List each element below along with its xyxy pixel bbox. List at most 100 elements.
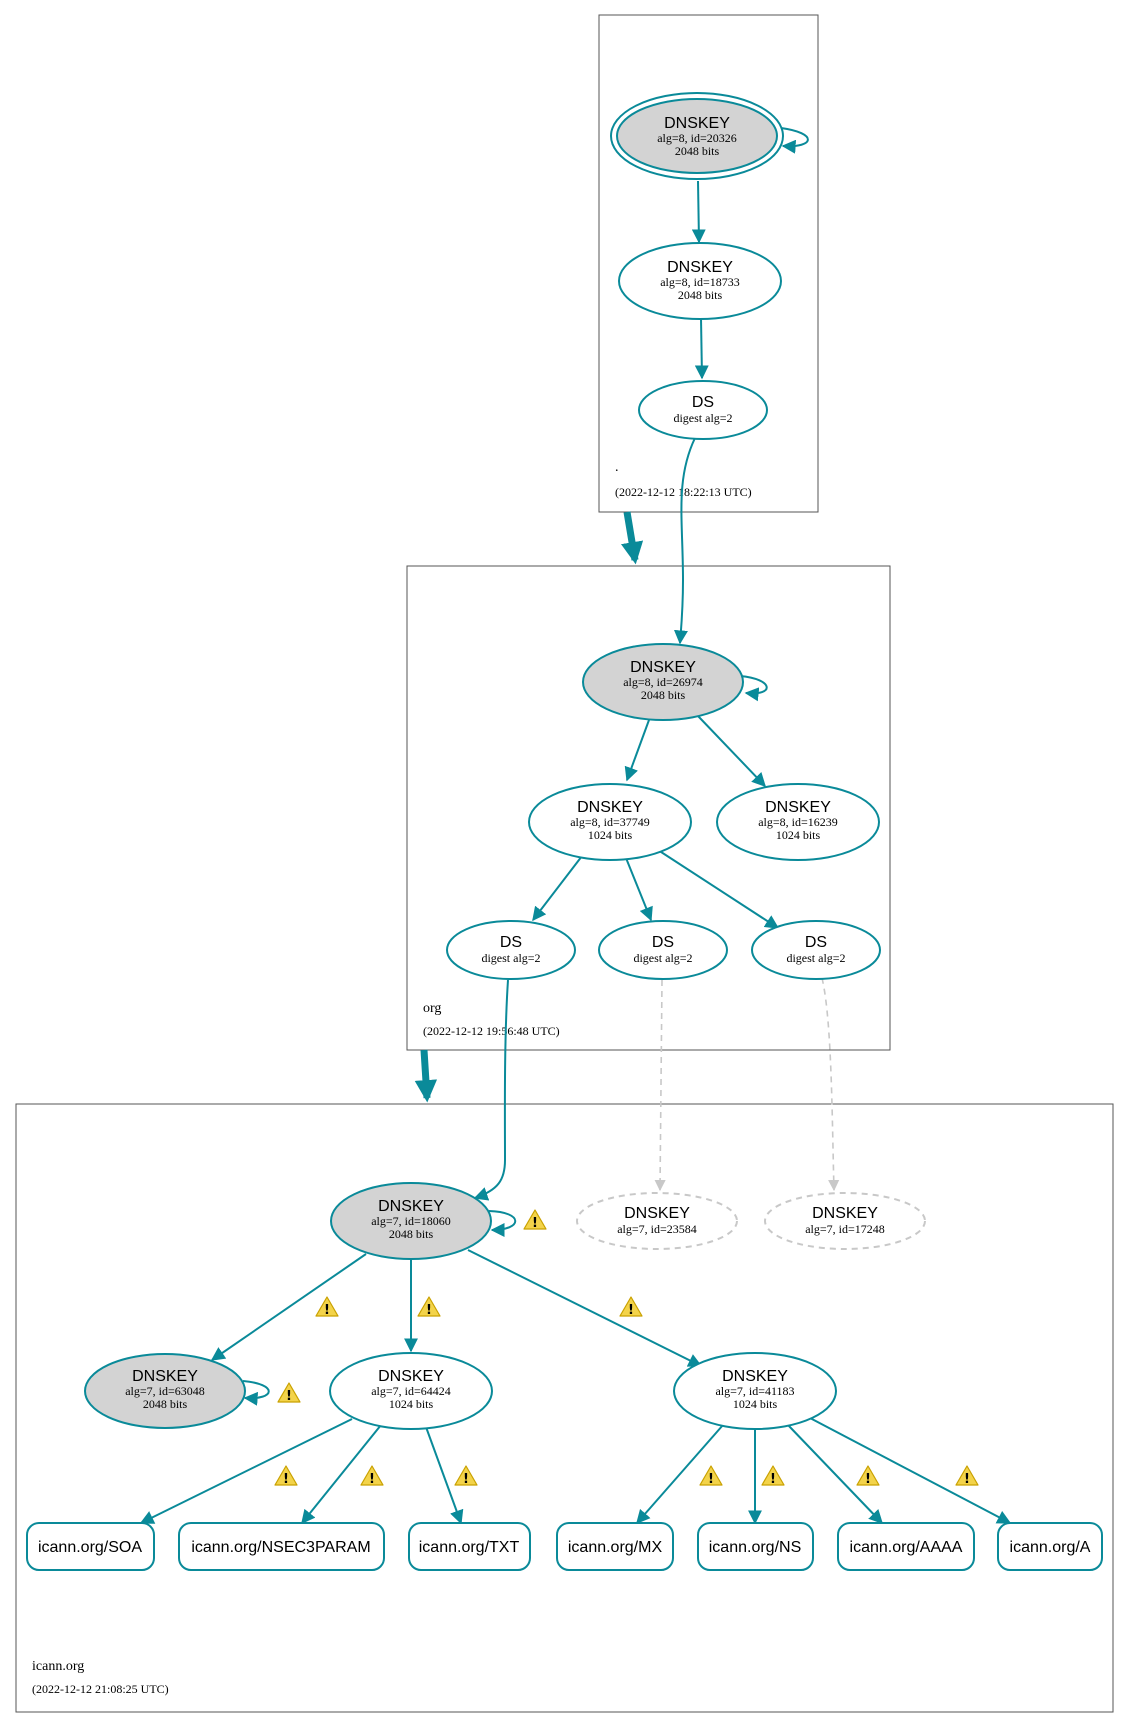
node-key-size: 2048 bits xyxy=(143,1397,188,1411)
node-title: DNSKEY xyxy=(577,799,643,816)
edge xyxy=(467,1249,703,1367)
zone-name: icann.org xyxy=(32,1659,84,1674)
warning-icon: ! xyxy=(523,1209,547,1231)
node-title: DNSKEY xyxy=(765,799,831,816)
dnskey-node-icann-64424[interactable]: DNSKEY alg=7, id=64424 1024 bits xyxy=(329,1352,493,1430)
warning-icon: ! xyxy=(699,1465,723,1487)
node-title: DNSKEY xyxy=(378,1368,444,1385)
dnskey-node-org-ksk[interactable]: DNSKEY alg=8, id=26974 2048 bits xyxy=(582,643,744,721)
edge xyxy=(809,1417,1012,1524)
edge xyxy=(636,1424,724,1525)
node-title: DNSKEY xyxy=(722,1368,788,1385)
edge xyxy=(242,1380,270,1406)
node-digest-info: digest alg=2 xyxy=(673,411,732,425)
edge xyxy=(697,715,766,788)
dnskey-node-root-ksk[interactable]: DNSKEY alg=8, id=20326 2048 bits xyxy=(610,92,784,180)
dnskey-node-org-zsk-37749[interactable]: DNSKEY alg=8, id=37749 1024 bits xyxy=(528,783,692,861)
svg-text:!: ! xyxy=(463,1472,469,1487)
node-title: DNSKEY xyxy=(378,1198,444,1215)
node-key-info: alg=8, id=16239 xyxy=(758,815,838,829)
edge xyxy=(694,317,709,380)
node-key-info: alg=8, id=37749 xyxy=(570,815,650,829)
edge xyxy=(301,1424,382,1525)
node-key-info: alg=7, id=41183 xyxy=(715,1384,794,1398)
edge xyxy=(425,1426,464,1525)
edge xyxy=(673,437,696,645)
ds-node-org-2[interactable]: DS digest alg=2 xyxy=(598,920,728,980)
svg-text:!: ! xyxy=(369,1472,375,1487)
node-title: DS xyxy=(805,934,827,951)
node-title: DS xyxy=(692,394,714,411)
node-key-info: alg=8, id=18733 xyxy=(660,275,740,289)
warning-icon: ! xyxy=(454,1465,478,1487)
edge xyxy=(657,849,780,929)
edge xyxy=(780,127,809,154)
node-title: DNSKEY xyxy=(624,1205,690,1222)
node-key-info: alg=8, id=20326 xyxy=(657,131,737,145)
dnskey-node-icann-missing-17248[interactable]: DNSKEY alg=7, id=17248 xyxy=(764,1192,926,1250)
rrset-label: icann.org/NS xyxy=(709,1539,802,1556)
rrset-label: icann.org/AAAA xyxy=(850,1539,963,1556)
warning-icon: ! xyxy=(315,1296,339,1318)
node-key-info: alg=7, id=63048 xyxy=(125,1384,205,1398)
edge xyxy=(532,855,583,922)
dnskey-node-icann-41183[interactable]: DNSKEY alg=7, id=41183 1024 bits xyxy=(673,1352,837,1430)
svg-text:!: ! xyxy=(426,1303,432,1318)
rrset-ns[interactable]: icann.org/NS xyxy=(697,1522,814,1571)
dnskey-node-icann-ksk[interactable]: DNSKEY alg=7, id=18060 2048 bits xyxy=(330,1182,492,1260)
node-digest-info: digest alg=2 xyxy=(786,951,845,965)
ds-node-org-1[interactable]: DS digest alg=2 xyxy=(446,920,576,980)
svg-text:!: ! xyxy=(770,1472,776,1487)
edges xyxy=(139,127,1012,1525)
zone-name: . xyxy=(615,460,619,475)
edge xyxy=(624,719,650,782)
node-key-info: alg=7, id=17248 xyxy=(805,1222,885,1236)
node-key-info: alg=7, id=18060 xyxy=(371,1214,451,1228)
edge xyxy=(625,857,653,922)
edge xyxy=(473,979,509,1201)
warning-icon: ! xyxy=(277,1382,301,1404)
warnings: !!!!!!!!!!!! xyxy=(274,1209,979,1487)
warning-icon: ! xyxy=(417,1296,441,1318)
node-title: DS xyxy=(652,934,674,951)
zone-name: org xyxy=(423,1001,441,1016)
rrset-txt[interactable]: icann.org/TXT xyxy=(408,1522,531,1571)
edge xyxy=(787,1424,883,1525)
zone-timestamp: (2022-12-12 21:08:25 UTC) xyxy=(32,1682,169,1696)
dnskey-node-root-zsk[interactable]: DNSKEY alg=8, id=18733 2048 bits xyxy=(618,242,782,320)
zone-timestamp: (2022-12-12 18:22:13 UTC) xyxy=(615,485,752,499)
rrset-soa[interactable]: icann.org/SOA xyxy=(26,1522,155,1571)
rrset-label: icann.org/A xyxy=(1010,1539,1091,1556)
svg-text:!: ! xyxy=(532,1216,538,1231)
node-key-info: alg=7, id=64424 xyxy=(371,1384,451,1398)
node-key-size: 2048 bits xyxy=(389,1227,434,1241)
rrset-label: icann.org/NSEC3PARAM xyxy=(191,1539,370,1556)
rrset-mx[interactable]: icann.org/MX xyxy=(556,1522,674,1571)
dnskey-node-org-zsk-16239[interactable]: DNSKEY alg=8, id=16239 1024 bits xyxy=(716,783,880,861)
rrset-label: icann.org/MX xyxy=(568,1539,663,1556)
edge xyxy=(139,1418,353,1524)
rrset-aaaa[interactable]: icann.org/AAAA xyxy=(837,1522,975,1571)
node-title: DNSKEY xyxy=(630,659,696,676)
ds-node-root[interactable]: DS digest alg=2 xyxy=(638,380,768,440)
warning-icon: ! xyxy=(360,1465,384,1487)
rrset-label: icann.org/SOA xyxy=(38,1539,142,1556)
ds-node-org-3[interactable]: DS digest alg=2 xyxy=(751,920,881,980)
rrset-a[interactable]: icann.org/A xyxy=(997,1522,1103,1571)
svg-text:!: ! xyxy=(964,1472,970,1487)
dnskey-node-icann-missing-23584[interactable]: DNSKEY alg=7, id=23584 xyxy=(576,1192,738,1250)
node-key-size: 1024 bits xyxy=(588,828,633,842)
warning-icon: ! xyxy=(955,1465,979,1487)
rrset-label: icann.org/TXT xyxy=(419,1539,520,1556)
svg-text:!: ! xyxy=(324,1303,330,1318)
rrset-nsec3param[interactable]: icann.org/NSEC3PARAM xyxy=(178,1522,385,1571)
svg-text:!: ! xyxy=(286,1389,292,1404)
dnskey-node-icann-63048[interactable]: DNSKEY alg=7, id=63048 2048 bits xyxy=(84,1353,246,1429)
warning-icon: ! xyxy=(856,1465,880,1487)
node-key-size: 2048 bits xyxy=(641,688,686,702)
edge xyxy=(691,180,706,244)
warning-icon: ! xyxy=(274,1465,298,1487)
zone-timestamp: (2022-12-12 19:56:48 UTC) xyxy=(423,1024,560,1038)
svg-text:!: ! xyxy=(283,1472,289,1487)
